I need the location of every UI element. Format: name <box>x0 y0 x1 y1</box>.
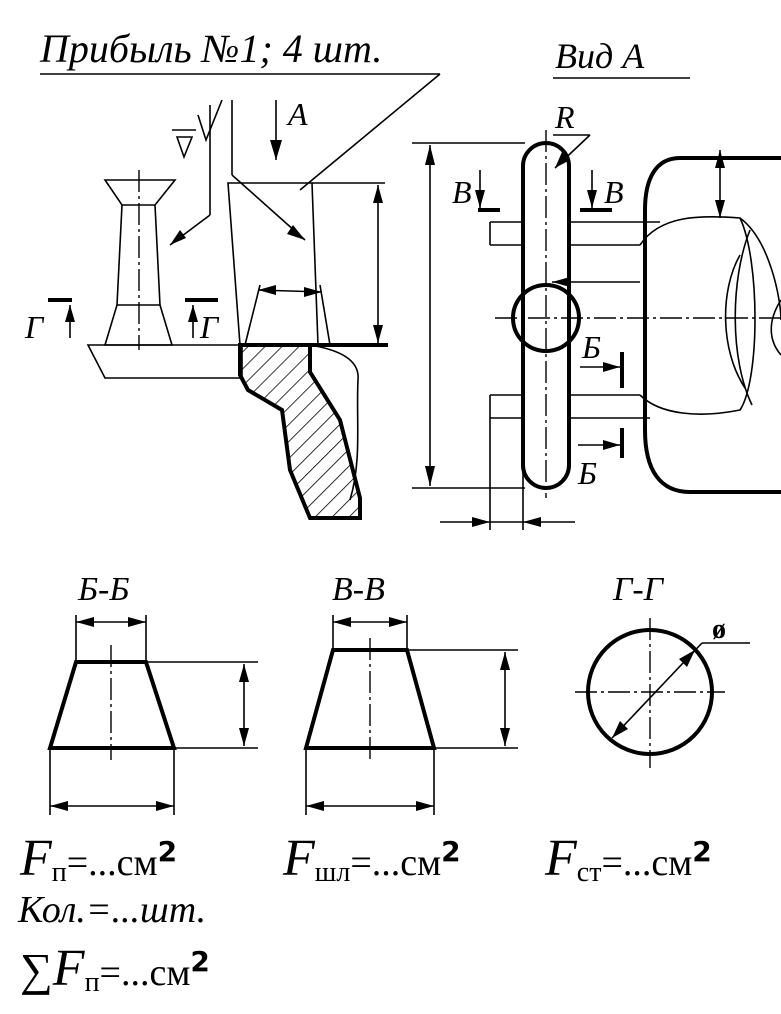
section-marker-b-upper: Б <box>581 329 601 365</box>
formula-fp: Fп=...см2 <box>19 830 177 888</box>
sprue-funnel <box>103 179 177 206</box>
surface-finish-icon <box>175 136 194 160</box>
formula-fst-main: F <box>544 830 578 887</box>
formula-fshl-main: F <box>282 830 316 887</box>
roughness-icon <box>197 99 223 143</box>
section-bb-title: Б-Б <box>77 571 129 608</box>
view-a-marker: А <box>286 96 308 132</box>
section-vv: В-В <box>303 571 518 815</box>
section-marker-v-left: В <box>452 174 472 210</box>
svg-text:Fп=...см2: Fп=...см2 <box>19 830 177 888</box>
formula-sum-sup: 2 <box>190 945 209 978</box>
section-gg-title: Г-Г <box>612 571 665 608</box>
formula-sum-main: F <box>52 940 86 997</box>
formula-sum-sub: п <box>85 967 100 998</box>
section-vv-title: В-В <box>332 571 385 608</box>
formula-fp-sub: п <box>52 857 67 888</box>
casting-profile <box>643 156 781 494</box>
formula-fshl: Fшл=...см2 <box>282 830 461 888</box>
riser-body <box>227 182 319 346</box>
formula-fshl-sup: 2 <box>441 835 460 868</box>
formula-sum-tail: =...см <box>100 952 191 994</box>
trapezoid-bb <box>47 660 177 750</box>
formula-fst-tail: =...см <box>601 842 692 884</box>
formula-fst-sub: ст <box>577 857 602 888</box>
svg-text:∑Fп=...см2: ∑Fп=...см2 <box>20 940 210 998</box>
formula-fp-sup: 2 <box>158 835 177 868</box>
radius-label: R <box>554 99 575 135</box>
riser-view-a: R В В Б Б <box>412 99 781 530</box>
diameter-icon: ø <box>712 614 726 645</box>
drawing-title: Прибыль №1; 4 шт. <box>39 26 382 71</box>
section-marker-v-right: В <box>604 174 624 210</box>
formula-fp-tail: =...см <box>67 842 158 884</box>
formula-sum-symbol: ∑ <box>20 944 53 995</box>
riser-main-view: А Г Г <box>24 96 388 520</box>
count-line: Кол.=...шт. <box>17 889 206 931</box>
title-leader-line <box>299 73 441 191</box>
svg-text:Fст=...см2: Fст=...см2 <box>544 830 712 888</box>
formula-sum: ∑Fп=...см2 <box>20 940 210 998</box>
section-bb: Б-Б <box>47 571 258 815</box>
svg-text:Fшл=...см2: Fшл=...см2 <box>282 830 461 888</box>
formula-fshl-tail: =...см <box>350 842 441 884</box>
formula-fst-sup: 2 <box>692 835 711 868</box>
formula-fst: Fст=...см2 <box>544 830 712 888</box>
section-gg: Г-Г ø <box>575 571 750 768</box>
section-marker-b-lower: Б <box>577 455 597 491</box>
base-plate <box>86 344 243 379</box>
casting-section <box>238 343 362 520</box>
section-marker-g-right: Г <box>199 309 220 345</box>
section-marker-g-left: Г <box>24 309 45 345</box>
formula-fshl-sub: шл <box>315 857 351 888</box>
formula-fp-main: F <box>19 830 53 887</box>
view-a-title: Вид А <box>555 36 645 76</box>
